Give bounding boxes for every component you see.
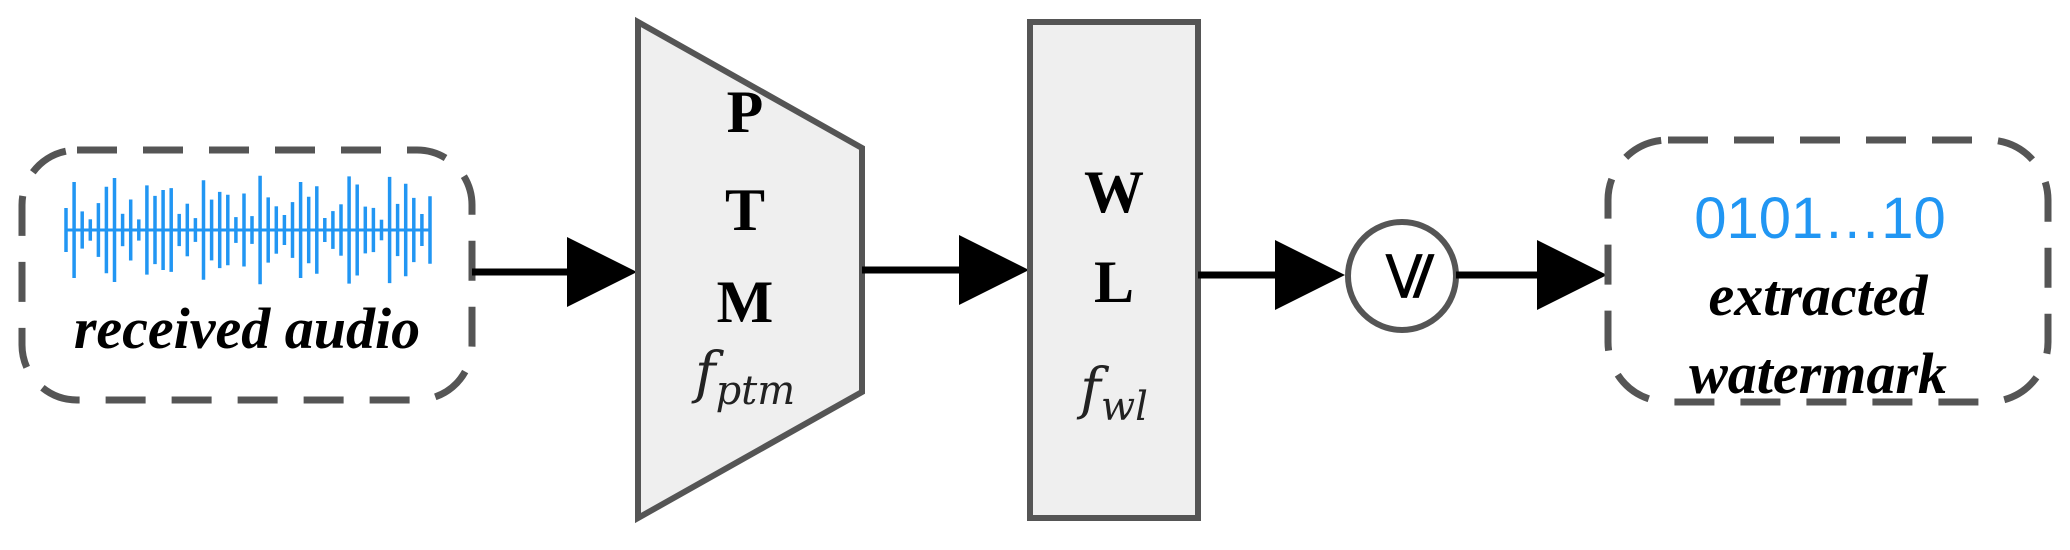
output-box: 0101…10 extracted watermark bbox=[1604, 136, 2052, 406]
ptm-letter-m: M bbox=[717, 269, 774, 335]
ptm-letter-t: T bbox=[725, 177, 765, 243]
ptm-function-label: fptm bbox=[691, 341, 795, 414]
wl-letter-l: L bbox=[1094, 249, 1134, 315]
comparator: ⩽ bbox=[1345, 219, 1459, 333]
waveform-icon bbox=[64, 175, 432, 285]
watermark-bits: 0101…10 bbox=[1694, 186, 1946, 251]
input-label: received audio bbox=[74, 296, 420, 361]
ptm-block: P T M fptm bbox=[635, 16, 865, 524]
comparator-symbol: ⩽ bbox=[1361, 247, 1443, 306]
wl-letter-w: W bbox=[1084, 159, 1144, 225]
wl-block: W L fwl bbox=[1027, 19, 1201, 521]
input-box: received audio bbox=[18, 146, 476, 404]
ptm-letter-p: P bbox=[727, 79, 764, 145]
output-label-line1: extracted bbox=[1708, 263, 1928, 328]
output-label-line2: watermark bbox=[1689, 341, 1947, 406]
